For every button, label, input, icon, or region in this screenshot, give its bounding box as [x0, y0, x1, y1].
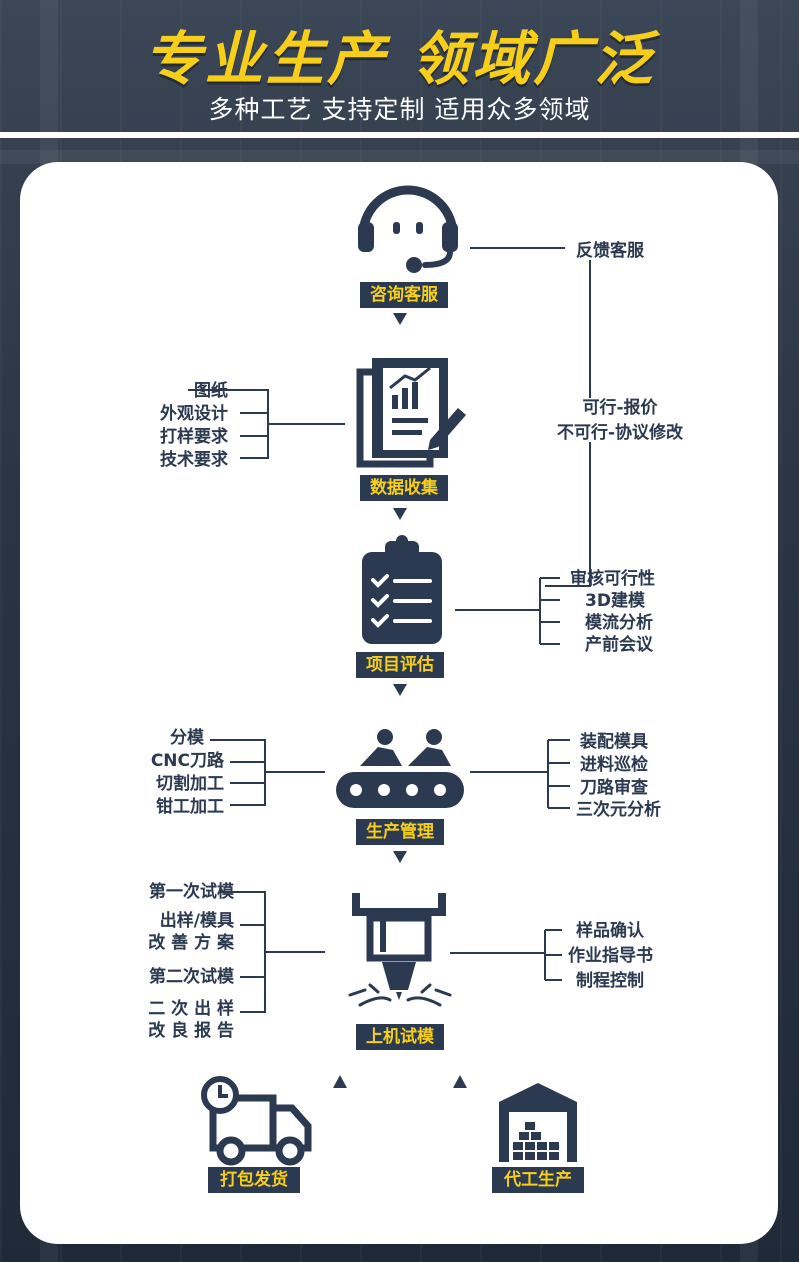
collect-input-item: 图纸 [194, 381, 228, 401]
trial-left-bracket [220, 891, 325, 1013]
produce-left-item: 分模 [170, 728, 204, 748]
stage-label-consult: 咨询客服 [360, 282, 448, 308]
headset-icon [358, 185, 458, 273]
produce-right-item: 刀路审查 [580, 778, 648, 798]
flow-arrow-up [453, 1075, 467, 1088]
evaluate-output-item: 审核可行性 [570, 569, 655, 589]
stage-label-produce: 生产管理 [356, 819, 444, 845]
process-card [20, 162, 778, 1244]
page-subtitle: 多种工艺 支持定制 适用众多领域 [208, 95, 591, 124]
delivery-truck-icon [201, 1076, 312, 1166]
stage-label-ship: 打包发货 [208, 1167, 300, 1193]
produce-right-item: 装配模具 [580, 732, 648, 752]
trial-left-item: 改 善 方 案 [148, 933, 234, 953]
produce-left-item: CNC刀路 [150, 751, 224, 771]
feedback-note: 反馈客服 [576, 241, 644, 261]
collect-input-item: 外观设计 [160, 404, 228, 424]
clipboard-checklist-icon [362, 535, 442, 644]
trial-right-bracket [450, 929, 562, 981]
produce-left-bracket [210, 739, 325, 806]
collect-input-item: 打样要求 [160, 427, 228, 447]
flow-arrow-down [393, 851, 407, 863]
warehouse-icon [499, 1083, 577, 1162]
produce-right-item: 三次元分析 [576, 800, 661, 820]
background-beam [0, 150, 799, 164]
evaluate-outputs-bracket [455, 577, 560, 645]
stage-label-collect: 数据收集 [360, 475, 448, 501]
produce-left-item: 切割加工 [156, 774, 224, 794]
header-divider [0, 132, 799, 138]
evaluate-output-item: 3D建模 [585, 591, 645, 611]
evaluate-output-item: 模流分析 [585, 613, 653, 633]
collect-inputs-bracket [188, 389, 345, 459]
flow-arrow-down [393, 313, 407, 325]
flow-arrow-up [333, 1075, 347, 1088]
stage-label-oem: 代工生产 [492, 1167, 584, 1193]
stage-label-trial: 上机试模 [356, 1024, 444, 1050]
trial-right-item: 制程控制 [576, 971, 644, 991]
trial-left-item: 第一次试模 [149, 882, 234, 902]
trial-left-item: 改 良 报 告 [148, 1021, 234, 1041]
quote-no-note: 不可行-协议修改 [556, 423, 684, 443]
trial-right-item: 作业指导书 [568, 946, 653, 966]
document-chart-icon [356, 358, 466, 468]
cnc-machine-icon [348, 893, 452, 1007]
collect-input-item: 技术要求 [160, 450, 228, 470]
produce-right-item: 进料巡检 [580, 755, 648, 775]
feedback-connector [470, 247, 591, 587]
conveyor-workers-icon [336, 729, 464, 808]
page-header: 专业生产 领域广泛 多种工艺 支持定制 适用众多领域 [0, 0, 799, 132]
stage-label-evaluate: 项目评估 [356, 652, 444, 678]
trial-left-item: 第二次试模 [149, 967, 234, 987]
trial-left-item: 出样/模具 [159, 911, 234, 931]
evaluate-output-item: 产前会议 [585, 635, 653, 655]
produce-right-bracket [470, 739, 570, 809]
page-title: 专业生产 领域广泛 [143, 25, 656, 93]
produce-left-item: 钳工加工 [156, 797, 224, 817]
flow-arrow-down [393, 684, 407, 696]
quote-ok-note: 可行-报价 [582, 398, 658, 418]
trial-left-item: 二 次 出 样 [148, 999, 234, 1019]
trial-right-item: 样品确认 [576, 921, 644, 941]
flow-arrow-down [393, 508, 407, 520]
